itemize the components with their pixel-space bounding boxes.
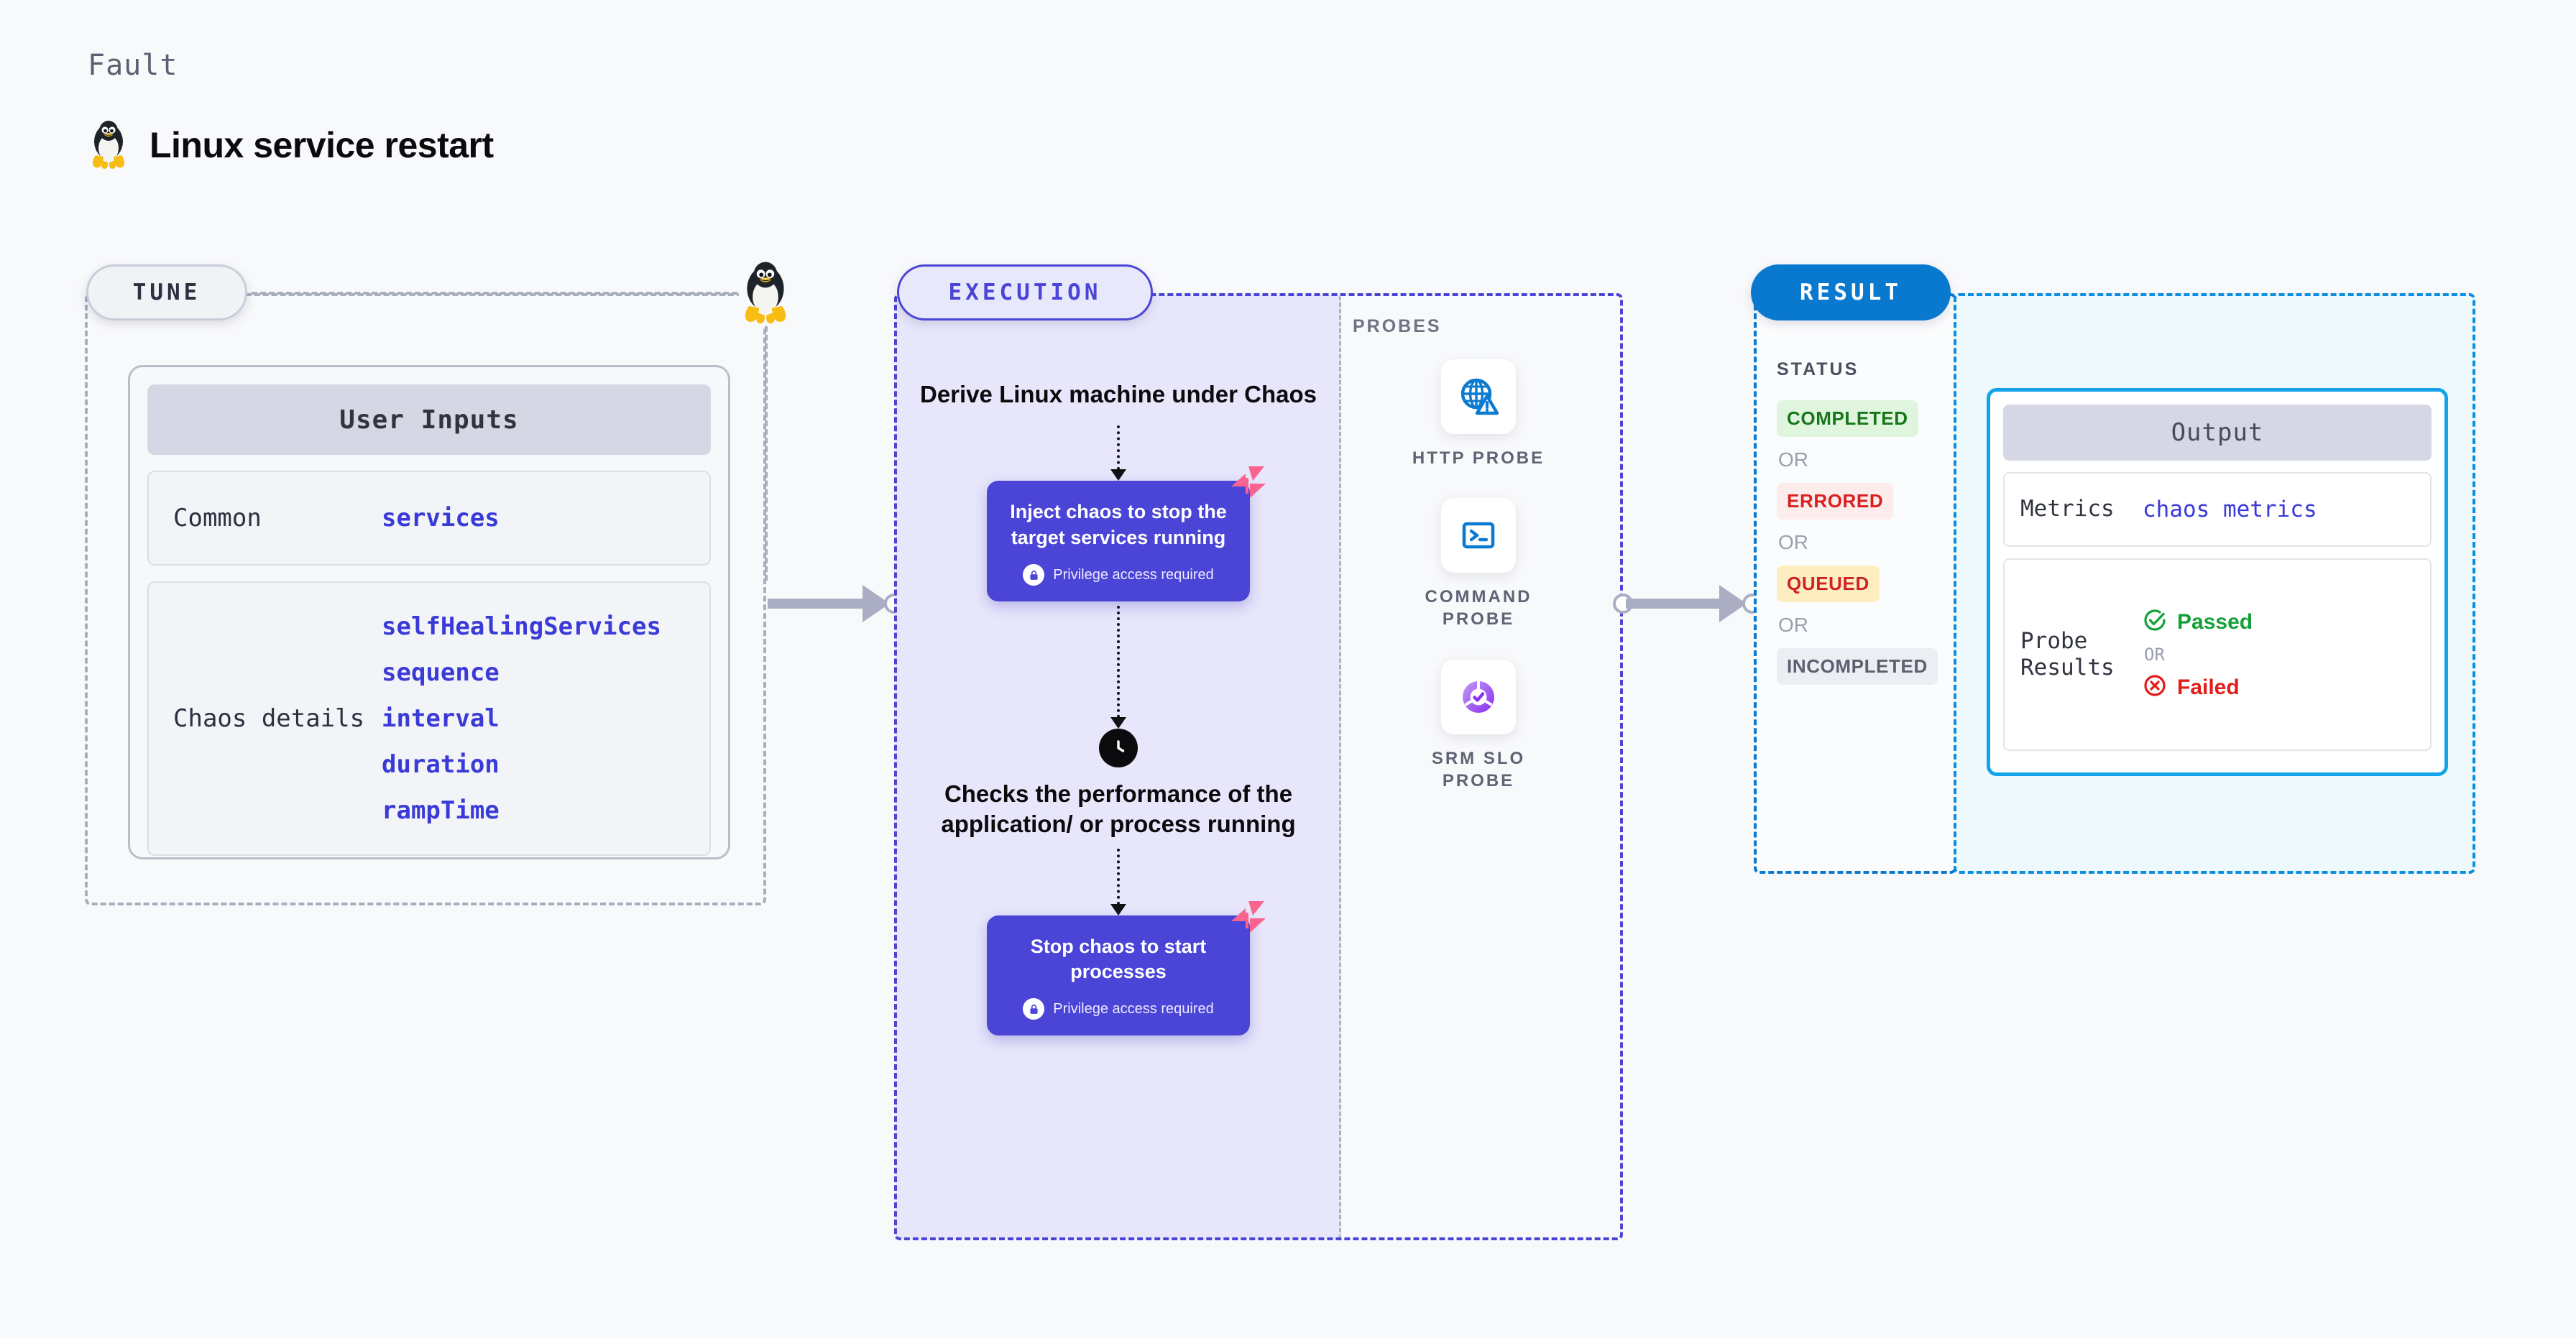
output-row-probe-results: Probe Results Passed OR [2003,558,2432,751]
check-circle-icon [2143,608,2167,636]
probe-result-or: OR [2144,645,2165,665]
globe-warning-icon [1441,359,1516,434]
user-inputs-row-common: Common services [147,471,711,566]
clock-icon [1099,729,1138,768]
input-value-sequence[interactable]: sequence [382,658,500,687]
tune-dashed-connector-h [252,292,755,295]
probe-item-command[interactable]: COMMAND PROBE [1410,498,1547,630]
harness-mark-icon [1231,466,1266,499]
output-card: Output Metrics chaos metrics Probe Resul… [1987,388,2448,776]
user-inputs-title: User Inputs [147,384,711,455]
status-badge-incompleted: INCOMPLETED [1777,648,1938,685]
x-circle-icon [2143,673,2167,701]
user-inputs-row-chaos-details: Chaos details selfHealingServices sequen… [147,581,711,856]
input-value-interval[interactable]: interval [382,704,500,733]
execution-heading: Derive Linux machine under Chaos [920,381,1317,407]
status-badge-completed: COMPLETED [1777,400,1918,437]
status-or-3: OR [1778,614,1808,636]
page-title-row: Linux service restart [88,119,494,171]
output-row-metrics: Metrics chaos metrics [2003,472,2432,547]
row-values-chaos-details: selfHealingServices sequence interval du… [382,612,661,825]
flow-arrow-3 [1110,848,1126,915]
probe-result-failed-label: Failed [2177,675,2240,699]
probe-label-command: COMMAND PROBE [1425,587,1532,629]
input-value-services[interactable]: services [382,504,500,532]
lock-icon [1023,564,1045,586]
execution-check-text: Checks the performance of the applicatio… [941,780,1296,838]
output-value-chaos-metrics[interactable]: chaos metrics [2143,497,2317,522]
flow-arrow-2 [1110,606,1126,729]
probes-list: HTTP PROBE COMMAND PROBE [1353,359,1604,792]
probes-section-label: PROBES [1353,316,1442,336]
harness-mark-icon [1231,900,1266,933]
page-title: Linux service restart [150,125,494,165]
probe-label-http: HTTP PROBE [1412,448,1545,468]
flow-arrow-1 [1110,425,1126,481]
step-title-stop: Stop chaos to start processes [1030,935,1207,983]
probe-item-srm-slo[interactable]: SRM SLO PROBE [1410,659,1547,792]
result-chip[interactable]: RESULT [1751,264,1951,320]
status-or-2: OR [1778,531,1808,553]
status-badge-errored: ERRORED [1777,483,1894,520]
output-label-metrics: Metrics [2020,496,2115,522]
status-badge-queued: QUEUED [1777,566,1880,602]
status-title: STATUS [1777,359,1859,379]
status-or-1: OR [1778,448,1808,471]
probe-result-values: Passed OR Failed [2143,608,2253,701]
probe-result-passed-label: Passed [2177,609,2253,634]
privilege-row-inject: Privilege access required [1001,564,1236,586]
execution-flow: Derive Linux machine under Chaos Inject … [896,295,1341,1239]
user-inputs-card: User Inputs Common services Chaos detail… [128,365,730,859]
privilege-text-inject: Privilege access required [1053,566,1214,583]
execution-step-inject-chaos[interactable]: Inject chaos to stop the target services… [987,466,1266,602]
page-kicker: Fault [88,49,178,82]
row-label-common: Common [173,503,262,532]
probe-result-failed: Failed [2143,673,2253,701]
lock-icon [1023,998,1045,1020]
probe-label-srm-slo: SRM SLO PROBE [1431,748,1526,790]
execution-section-boundary [894,293,1623,1240]
row-values-common: services [382,504,500,532]
privilege-text-stop: Privilege access required [1053,1000,1214,1017]
probe-item-http[interactable]: HTTP PROBE [1412,359,1545,469]
probe-result-passed: Passed [2143,608,2253,636]
step-title-inject: Inject chaos to stop the target services… [1010,501,1227,549]
input-value-ramptime[interactable]: rampTime [382,796,500,825]
output-title: Output [2003,405,2432,461]
row-label-chaos-details: Chaos details [173,703,365,733]
execution-chip[interactable]: EXECUTION [897,264,1153,320]
tune-dashed-connector-v [765,292,768,581]
tune-section-boundary [85,293,766,905]
linux-penguin-icon [88,119,129,171]
execution-step-stop-chaos[interactable]: Stop chaos to start processes Privilege … [987,900,1266,1036]
input-value-selfhealingservices[interactable]: selfHealingServices [382,612,661,641]
tune-chip[interactable]: TUNE [86,264,247,320]
privilege-row-stop: Privilege access required [1001,998,1236,1020]
srm-slo-icon [1441,659,1516,734]
output-label-probe-results: Probe Results [2020,627,2115,680]
terminal-icon [1441,498,1516,573]
input-value-duration[interactable]: duration [382,750,500,779]
result-status-list: STATUS COMPLETED OR ERRORED OR QUEUED OR… [1777,359,1949,685]
linux-penguin-badge-icon [735,260,796,330]
